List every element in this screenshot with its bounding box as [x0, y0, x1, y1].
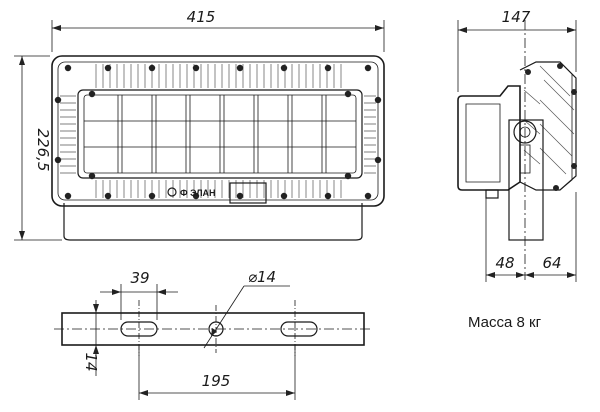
bolt-icon	[104, 192, 112, 200]
bracket-view	[54, 300, 372, 356]
dim-label-39: 39	[130, 269, 149, 287]
dim-label-d14: ⌀14	[248, 268, 276, 286]
bolt-icon	[88, 172, 96, 180]
bolt-icon	[374, 156, 382, 164]
cooling-fins-bottom	[95, 180, 342, 198]
bolt-icon	[344, 90, 352, 98]
logo-text: Ф ЭЛАН	[180, 188, 216, 198]
mounting-slot-right	[280, 321, 318, 337]
dim-label-64: 64	[542, 254, 561, 272]
bolt-icon	[364, 64, 372, 72]
bolt-icon	[148, 64, 156, 72]
cooling-fins-sides	[60, 95, 376, 174]
front-view: Ф ЭЛАН	[51, 55, 385, 241]
bolt-icon	[344, 172, 352, 180]
dim-label-415: 415	[187, 8, 216, 26]
bolt-icon	[236, 192, 244, 200]
bolt-icon	[54, 156, 62, 164]
side-view	[457, 20, 577, 280]
dim-side-bottom: 48 64	[485, 192, 577, 282]
bolt-icon	[64, 192, 72, 200]
bolt-icon	[374, 96, 382, 104]
bolt-icon	[364, 192, 372, 200]
bolt-icon	[324, 64, 332, 72]
mass-note: Масса 8 кг	[468, 314, 542, 331]
mounting-slot-left	[120, 321, 158, 337]
dim-bracket-thickness: 14	[82, 300, 104, 376]
bolt-icon	[192, 192, 200, 200]
brand-logo: Ф ЭЛАН	[167, 187, 216, 198]
dim-side-depth: 147	[457, 8, 577, 92]
dim-hole-diameter: ⌀14	[203, 268, 290, 349]
bolt-icon	[280, 64, 288, 72]
bolt-icon	[236, 64, 244, 72]
dim-label-14: 14	[82, 352, 100, 371]
bolt-icon	[88, 90, 96, 98]
bolt-icon	[280, 192, 288, 200]
dim-label-226-5: 226,5	[34, 129, 52, 172]
protective-grille	[84, 95, 356, 173]
cooling-fins-top	[95, 64, 342, 88]
dim-slot-pitch: 39	[100, 269, 178, 320]
bolt-icon	[148, 192, 156, 200]
bolt-icon	[192, 64, 200, 72]
bolt-icon	[324, 192, 332, 200]
housing-bolts	[54, 64, 382, 200]
dim-hole-spacing: 195	[138, 345, 296, 400]
nameplate	[229, 182, 267, 204]
dim-overall-width: 415	[51, 8, 385, 52]
dim-label-147: 147	[502, 8, 531, 26]
bolt-icon	[104, 64, 112, 72]
mounting-hole-center	[208, 321, 224, 337]
bolt-icon	[64, 64, 72, 72]
dim-overall-height: 226,5	[14, 55, 62, 241]
dim-label-48: 48	[495, 254, 514, 272]
bolt-icon	[54, 96, 62, 104]
dim-label-195: 195	[202, 372, 231, 390]
